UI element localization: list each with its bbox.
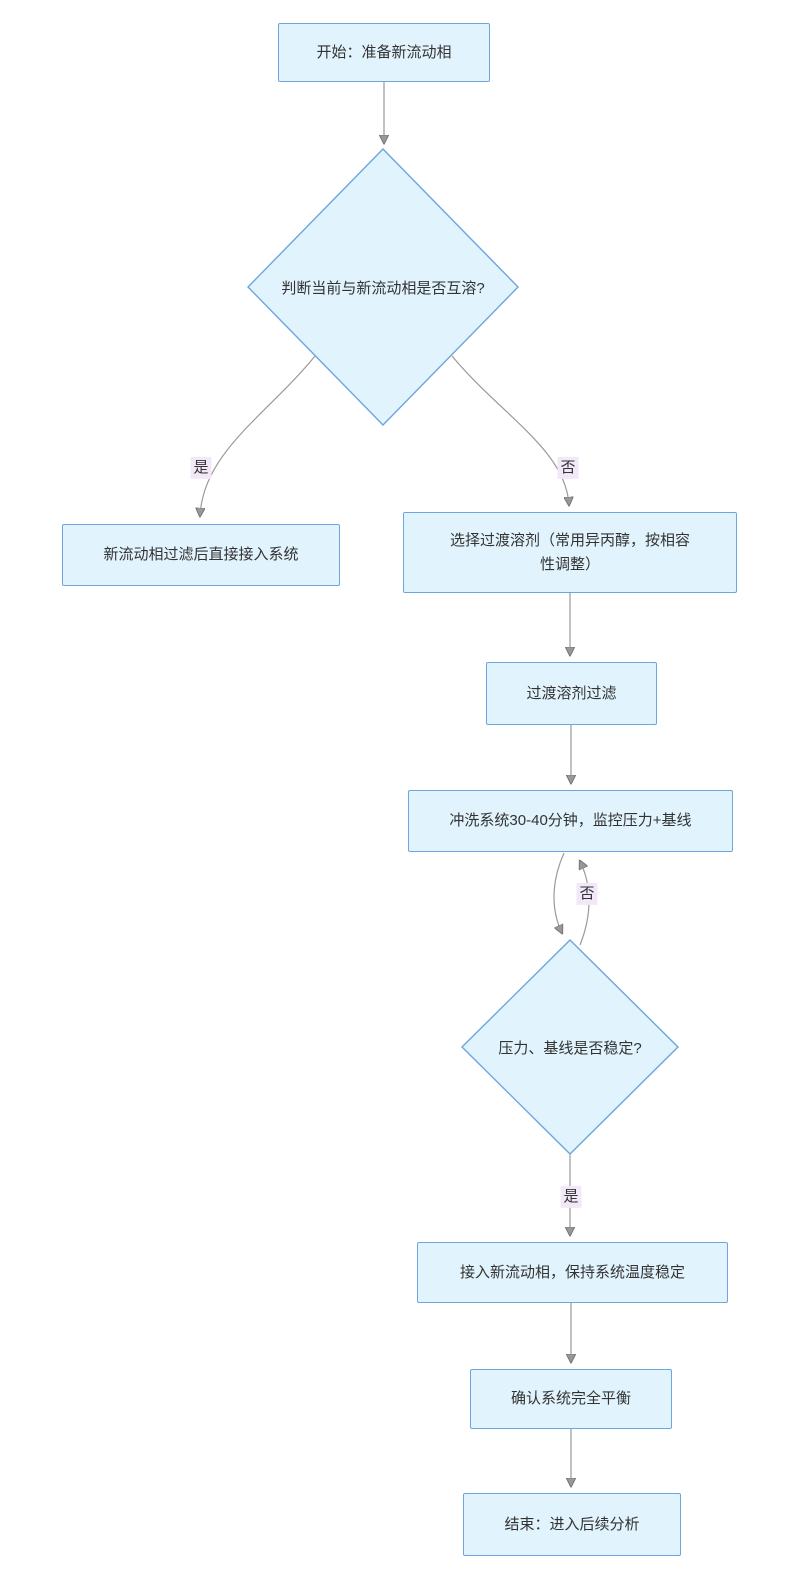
- edge-flush-to-decision-stable: [553, 852, 565, 933]
- edge-label-stable-yes: 是: [560, 1185, 582, 1209]
- node-direct-connect-label: 新流动相过滤后直接接入系统: [103, 546, 299, 563]
- edge-label-miscible-yes: 是: [190, 456, 212, 480]
- edge-decision-miscible-no: [451, 355, 569, 505]
- edge-label-miscible-no: 否: [557, 456, 579, 480]
- node-choose-transition-label: 选择过渡溶剂（常用异丙醇，按相容性调整）: [449, 531, 690, 573]
- node-filter-transition: 过渡溶剂过滤: [486, 662, 657, 725]
- edge-label-stable-no: 否: [576, 882, 598, 906]
- decision-miscible-diamond: [247, 147, 519, 427]
- node-start-label: 开始：准备新流动相: [316, 43, 452, 61]
- node-connect-new-phase-label: 接入新流动相，保持系统温度稳定: [459, 1263, 685, 1281]
- node-flush-system: 冲洗系统30-40分钟，监控压力+基线: [408, 790, 733, 852]
- decision-stable-label: 压力、基线是否稳定?: [498, 1039, 642, 1057]
- node-choose-transition: 选择过渡溶剂（常用异丙醇，按相容性调整）: [403, 512, 737, 593]
- node-start: 开始：准备新流动相: [278, 23, 490, 82]
- decision-miscible-label: 判断当前与新流动相是否互溶?: [281, 279, 485, 297]
- node-filter-transition-label: 过渡溶剂过滤: [526, 684, 617, 702]
- node-confirm-balance: 确认系统完全平衡: [470, 1369, 672, 1429]
- node-confirm-balance-label: 确认系统完全平衡: [510, 1390, 631, 1407]
- node-connect-new-phase: 接入新流动相，保持系统温度稳定: [417, 1242, 728, 1303]
- decision-stable-diamond: [461, 939, 679, 1155]
- node-flush-system-label: 冲洗系统30-40分钟，监控压力+基线: [449, 812, 692, 829]
- node-end-label: 结束：进入后续分析: [504, 1515, 640, 1533]
- node-direct-connect: 新流动相过滤后直接接入系统: [62, 524, 340, 586]
- edge-decision-miscible-yes: [200, 355, 316, 516]
- node-end: 结束：进入后续分析: [463, 1493, 681, 1556]
